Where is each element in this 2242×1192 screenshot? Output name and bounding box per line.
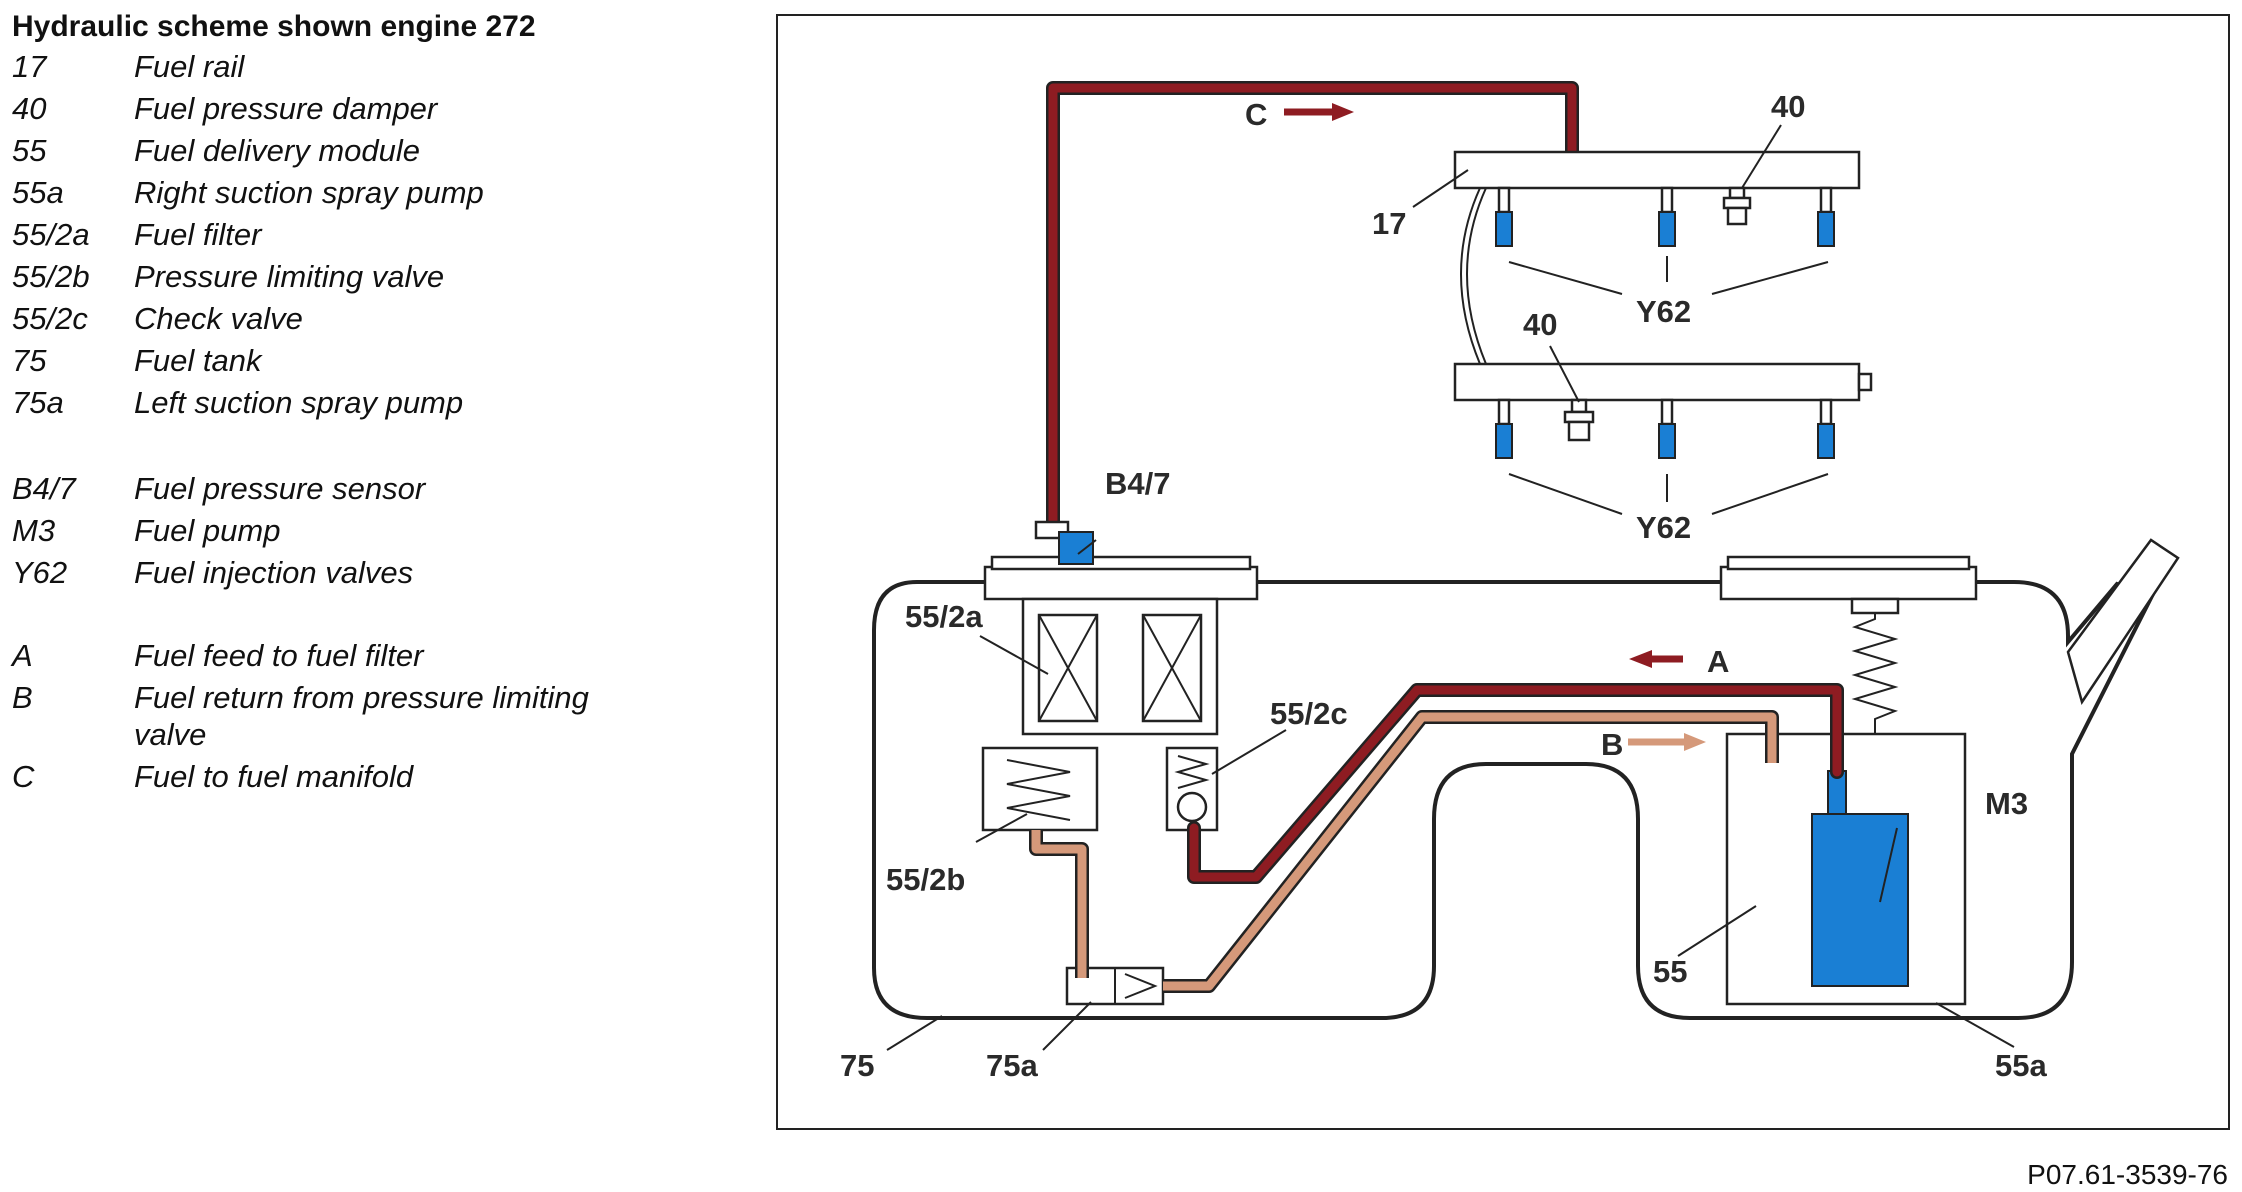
injectors-bottom xyxy=(1495,398,1835,459)
legend-key: B xyxy=(12,680,33,715)
fuel-filter xyxy=(1021,597,1219,736)
supply-line-a xyxy=(1189,685,1842,882)
fuel-pump xyxy=(1811,813,1909,987)
arrow-a xyxy=(1629,650,1683,668)
label-sensor: B4/7 xyxy=(1105,466,1170,501)
legend-key: 55a xyxy=(12,175,64,210)
legend-key: 75a xyxy=(12,385,64,420)
legend-key: 55 xyxy=(12,133,47,168)
fuel-rail-top xyxy=(1453,150,1861,190)
legend-key: A xyxy=(12,638,33,673)
legend-desc: Pressure limiting valve xyxy=(134,259,445,294)
left-flange xyxy=(983,565,1259,601)
leader-lines xyxy=(886,124,2015,1051)
label-filter: 55/2a xyxy=(905,599,983,634)
rail-crossover xyxy=(1460,187,1487,365)
label-check-valve: 55/2c xyxy=(1270,696,1348,731)
legend-desc: Fuel feed to fuel filter xyxy=(134,638,424,673)
fuel-rail-bottom xyxy=(1453,362,1861,402)
legend-key: B4/7 xyxy=(12,471,76,506)
legend-desc: Fuel tank xyxy=(134,343,262,378)
label-right-spray: 55a xyxy=(1995,1048,2047,1083)
label-damper-bottom: 40 xyxy=(1523,307,1557,342)
legend-desc: Fuel pressure sensor xyxy=(134,471,426,506)
label-c: C xyxy=(1245,97,1267,132)
fuel-pressure-sensor xyxy=(1058,531,1094,565)
legend-key: 40 xyxy=(12,91,47,126)
legend-key: 75 xyxy=(12,343,47,378)
legend-desc: Fuel return from pressure limiting valve xyxy=(134,680,589,752)
label-injectors-top: Y62 xyxy=(1636,294,1691,329)
label-b: B xyxy=(1601,727,1623,762)
return-line-b xyxy=(1163,712,1777,991)
legend-key: C xyxy=(12,759,35,794)
hydraulic-diagram: C A B 17 40 40 Y62 Y62 B4/7 55/2a 55/2c … xyxy=(840,81,2180,1083)
left-spray-pump xyxy=(1065,966,1165,1006)
label-tank: 75 xyxy=(840,1048,874,1083)
supply-line-c xyxy=(1048,83,1577,527)
label-rail: 17 xyxy=(1372,206,1406,241)
label-module: 55 xyxy=(1653,954,1687,989)
legend-key: 17 xyxy=(12,49,47,84)
label-pressure-valve: 55/2b xyxy=(886,862,965,897)
check-valve xyxy=(1165,746,1219,832)
legend-desc: Fuel rail xyxy=(134,49,245,84)
arrow-c xyxy=(1284,103,1354,121)
rail-end-cap xyxy=(1857,372,1873,392)
legend-key: 55/2b xyxy=(12,259,90,294)
pressure-limiting-valve xyxy=(981,746,1099,832)
label-pump: M3 xyxy=(1985,786,2028,821)
legend-key: 55/2a xyxy=(12,217,90,252)
legend-desc: Right suction spray pump xyxy=(134,175,484,210)
label-a: A xyxy=(1707,644,1729,679)
right-flange xyxy=(1719,565,1978,601)
pressure-damper-top xyxy=(1722,186,1752,226)
legend-desc: Left suction spray pump xyxy=(134,385,464,420)
figure-code: P07.61-3539-76 xyxy=(2027,1159,2228,1190)
injectors-top xyxy=(1495,186,1835,247)
diagram-frame: C A B 17 40 40 Y62 Y62 B4/7 55/2a 55/2c … xyxy=(776,14,2230,1130)
legend-key: M3 xyxy=(12,513,56,548)
return-line-valve xyxy=(1031,830,1087,978)
pressure-damper-bottom xyxy=(1563,398,1595,442)
right-flange-top xyxy=(1726,555,1971,571)
legend-desc: Fuel pump xyxy=(134,513,281,548)
legend-title: Hydraulic scheme shown engine 272 xyxy=(12,10,536,43)
legend-desc: Fuel filter xyxy=(134,217,262,252)
left-flange-top xyxy=(990,555,1252,571)
legend-desc: Fuel to fuel manifold xyxy=(134,759,414,794)
label-injectors-bottom: Y62 xyxy=(1636,510,1691,545)
legend-key: 55/2c xyxy=(12,301,88,336)
legend-desc: Fuel injection valves xyxy=(134,555,414,590)
legend-key: Y62 xyxy=(12,555,68,590)
legend-desc: Fuel delivery module xyxy=(134,133,421,168)
label-left-spray: 75a xyxy=(986,1048,1038,1083)
module-spring xyxy=(1850,597,1900,734)
legend-desc: Check valve xyxy=(134,301,303,336)
arrow-b xyxy=(1628,733,1706,751)
filler-neck xyxy=(2066,538,2180,705)
label-damper-top: 40 xyxy=(1771,89,1805,124)
legend-desc: Fuel pressure damper xyxy=(134,91,438,126)
